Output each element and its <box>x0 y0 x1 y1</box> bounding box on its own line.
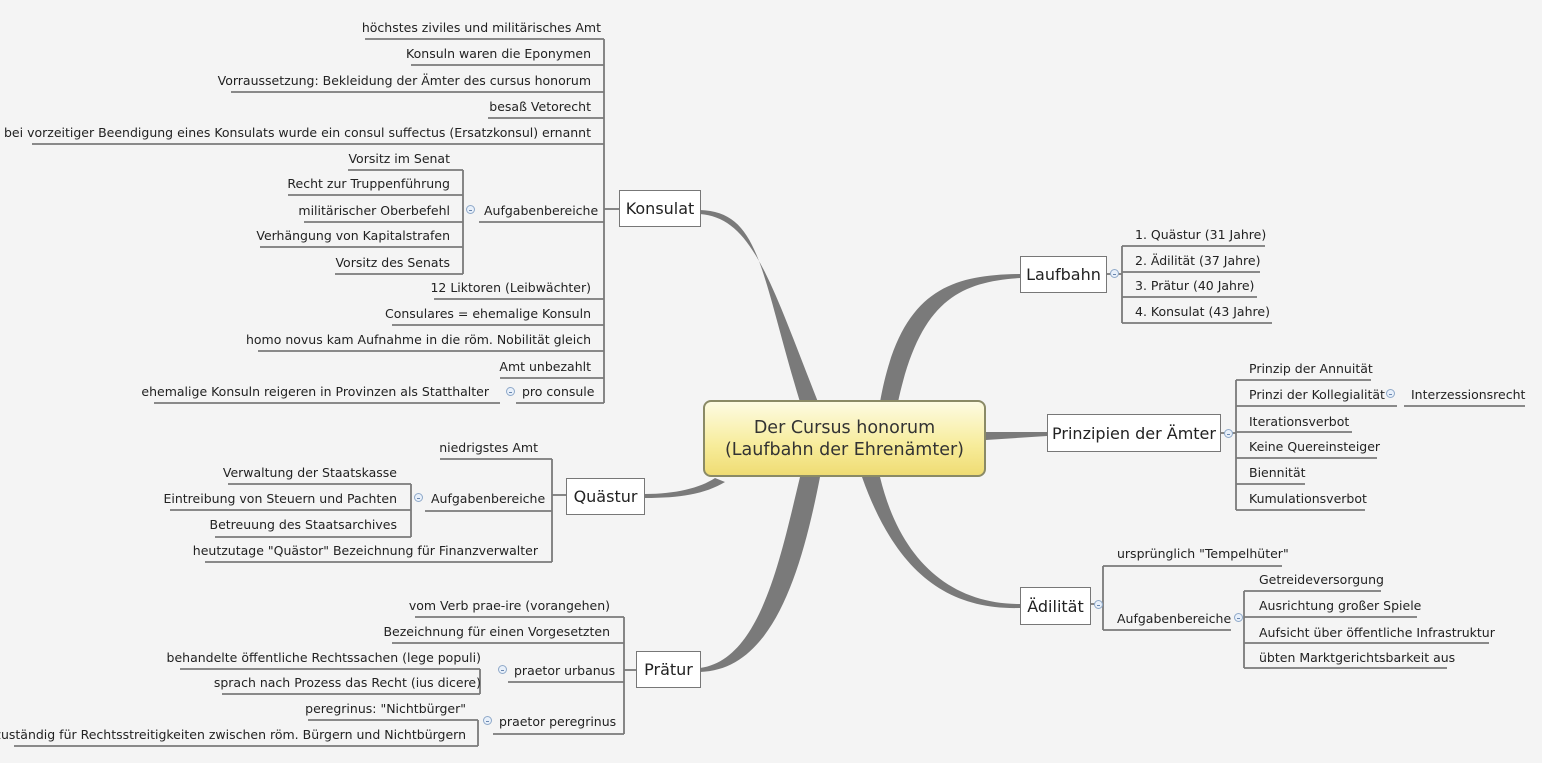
konsulat-item[interactable]: Consulares = ehemalige Konsuln <box>384 306 591 321</box>
quaestur-aufgabe-item[interactable]: Verwaltung der Staatskasse <box>222 465 397 480</box>
topic-quaestur[interactable]: Quästur <box>566 478 645 515</box>
konsulat-aufgabe-item[interactable]: Recht zur Truppenführung <box>287 176 450 191</box>
laufbahn-item[interactable]: 4. Konsulat (43 Jahre) <box>1135 304 1270 319</box>
collapse-toggle-icon[interactable] <box>414 493 423 502</box>
praetur-item[interactable]: Bezeichnung für einen Vorgesetzten <box>383 624 610 639</box>
konsulat-item[interactable]: 12 Liktoren (Leibwächter) <box>430 280 591 295</box>
collapse-toggle-icon[interactable] <box>506 387 515 396</box>
konsulat-aufgabe-item[interactable]: Vorsitz des Senats <box>335 255 450 270</box>
topic-konsulat-label: Konsulat <box>625 199 695 218</box>
collapse-toggle-icon[interactable] <box>1110 269 1119 278</box>
topic-konsulat[interactable]: Konsulat <box>619 190 701 227</box>
konsulat-item[interactable]: höchstes ziviles und militärisches Amt <box>361 20 601 35</box>
quaestur-aufgabe-item[interactable]: Betreuung des Staatsarchives <box>209 517 397 532</box>
quaestur-aufgabe-item[interactable]: Eintreibung von Steuern und Pachten <box>163 491 397 506</box>
topic-prinzipien-label: Prinzipien der Ämter <box>1052 423 1216 443</box>
topic-laufbahn-label: Laufbahn <box>1026 265 1101 284</box>
konsulat-pro-consule[interactable]: pro consule <box>522 384 595 399</box>
konsulat-item[interactable]: homo novus kam Aufnahme in die röm. Nobi… <box>245 332 591 347</box>
laufbahn-item[interactable]: 1. Quästur (31 Jahre) <box>1135 227 1267 242</box>
laufbahn-item[interactable]: 2. Ädilität (37 Jahre) <box>1135 253 1261 268</box>
prinzip-item[interactable]: Prinzip der Annuität <box>1249 361 1373 376</box>
konsulat-item[interactable]: Amt unbezahlt <box>499 359 591 374</box>
konsulat-aufgabenbereiche[interactable]: Aufgabenbereiche <box>484 203 599 218</box>
konsulat-item[interactable]: Vorraussetzung: Bekleidung der Ämter des… <box>217 73 591 88</box>
konsulat-item[interactable]: besaß Vetorecht <box>489 99 591 114</box>
praetor-peregrinus-item[interactable]: zuständig für Rechtsstreitigkeiten zwisc… <box>0 727 466 742</box>
collapse-toggle-icon[interactable] <box>1224 429 1233 438</box>
praetor-peregrinus[interactable]: praetor peregrinus <box>499 714 617 729</box>
konsulat-aufgabe-item[interactable]: Verhängung von Kapitalstrafen <box>256 228 450 243</box>
praetor-urbanus-item[interactable]: sprach nach Prozess das Recht (ius dicer… <box>213 675 481 690</box>
praetor-peregrinus-item[interactable]: peregrinus: "Nichtbürger" <box>305 701 466 716</box>
prinzip-item[interactable]: Biennität <box>1249 465 1306 480</box>
prinzip-item[interactable]: Keine Quereinsteiger <box>1249 439 1381 454</box>
aedilitaet-aufgabenbereiche[interactable]: Aufgabenbereiche <box>1117 611 1232 626</box>
konsulat-item[interactable]: Konsuln waren die Eponymen <box>406 46 591 61</box>
quaestur-aufgabenbereiche[interactable]: Aufgabenbereiche <box>431 491 546 506</box>
collapse-toggle-icon[interactable] <box>1386 389 1395 398</box>
collapse-toggle-icon[interactable] <box>483 716 492 725</box>
collapse-toggle-icon[interactable] <box>1094 600 1103 609</box>
quaestur-item[interactable]: niedrigstes Amt <box>439 440 538 455</box>
topic-prinzipien[interactable]: Prinzipien der Ämter <box>1047 414 1221 452</box>
prinzip-child-item[interactable]: Interzessionsrecht <box>1411 387 1526 402</box>
aedilitaet-aufgabe-item[interactable]: Aufsicht über öffentliche Infrastruktur <box>1259 625 1495 640</box>
topic-aedilitaet[interactable]: Ädilität <box>1020 587 1091 625</box>
topic-praetur[interactable]: Prätur <box>636 651 701 688</box>
konsulat-aufgabe-item[interactable]: militärischer Oberbefehl <box>298 203 450 218</box>
aedilitaet-aufgabe-item[interactable]: übten Marktgerichtsbarkeit aus <box>1259 650 1456 665</box>
praetor-urbanus-item[interactable]: behandelte öffentliche Rechtssachen (leg… <box>166 650 481 665</box>
praetor-urbanus[interactable]: praetor urbanus <box>514 663 616 678</box>
aedilitaet-item[interactable]: ursprünglich "Tempelhüter" <box>1117 546 1289 561</box>
topic-aedilitaet-label: Ädilität <box>1027 596 1084 616</box>
prinzip-item[interactable]: Kumulationsverbot <box>1249 491 1367 506</box>
collapse-toggle-icon[interactable] <box>498 665 507 674</box>
konsulat-item[interactable]: bei vorzeitiger Beendigung eines Konsula… <box>4 125 591 140</box>
collapse-toggle-icon[interactable] <box>466 205 475 214</box>
central-title-line2: (Laufbahn der Ehrenämter) <box>724 439 964 460</box>
central-topic[interactable]: Der Cursus honorum (Laufbahn der Ehrenäm… <box>703 400 986 477</box>
quaestur-item[interactable]: heutzutage "Quästor" Bezeichnung für Fin… <box>192 543 538 558</box>
laufbahn-item[interactable]: 3. Prätur (40 Jahre) <box>1135 278 1255 293</box>
collapse-toggle-icon[interactable] <box>1234 613 1243 622</box>
pro-consule-child[interactable]: ehemalige Konsuln reigeren in Provinzen … <box>141 384 489 399</box>
aedilitaet-aufgabe-item[interactable]: Ausrichtung großer Spiele <box>1259 598 1422 613</box>
praetur-item[interactable]: vom Verb prae-ire (vorangehen) <box>408 598 610 613</box>
konsulat-aufgabe-item[interactable]: Vorsitz im Senat <box>348 151 450 166</box>
topic-quaestur-label: Quästur <box>573 487 638 506</box>
prinzip-item[interactable]: Iterationsverbot <box>1249 414 1350 429</box>
aedilitaet-aufgabe-item[interactable]: Getreideversorgung <box>1259 572 1384 587</box>
topic-laufbahn[interactable]: Laufbahn <box>1020 256 1107 293</box>
topic-praetur-label: Prätur <box>644 660 693 679</box>
prinzip-item[interactable]: Prinzi der Kollegialität <box>1249 387 1385 402</box>
central-title-line1: Der Cursus honorum <box>753 417 936 438</box>
